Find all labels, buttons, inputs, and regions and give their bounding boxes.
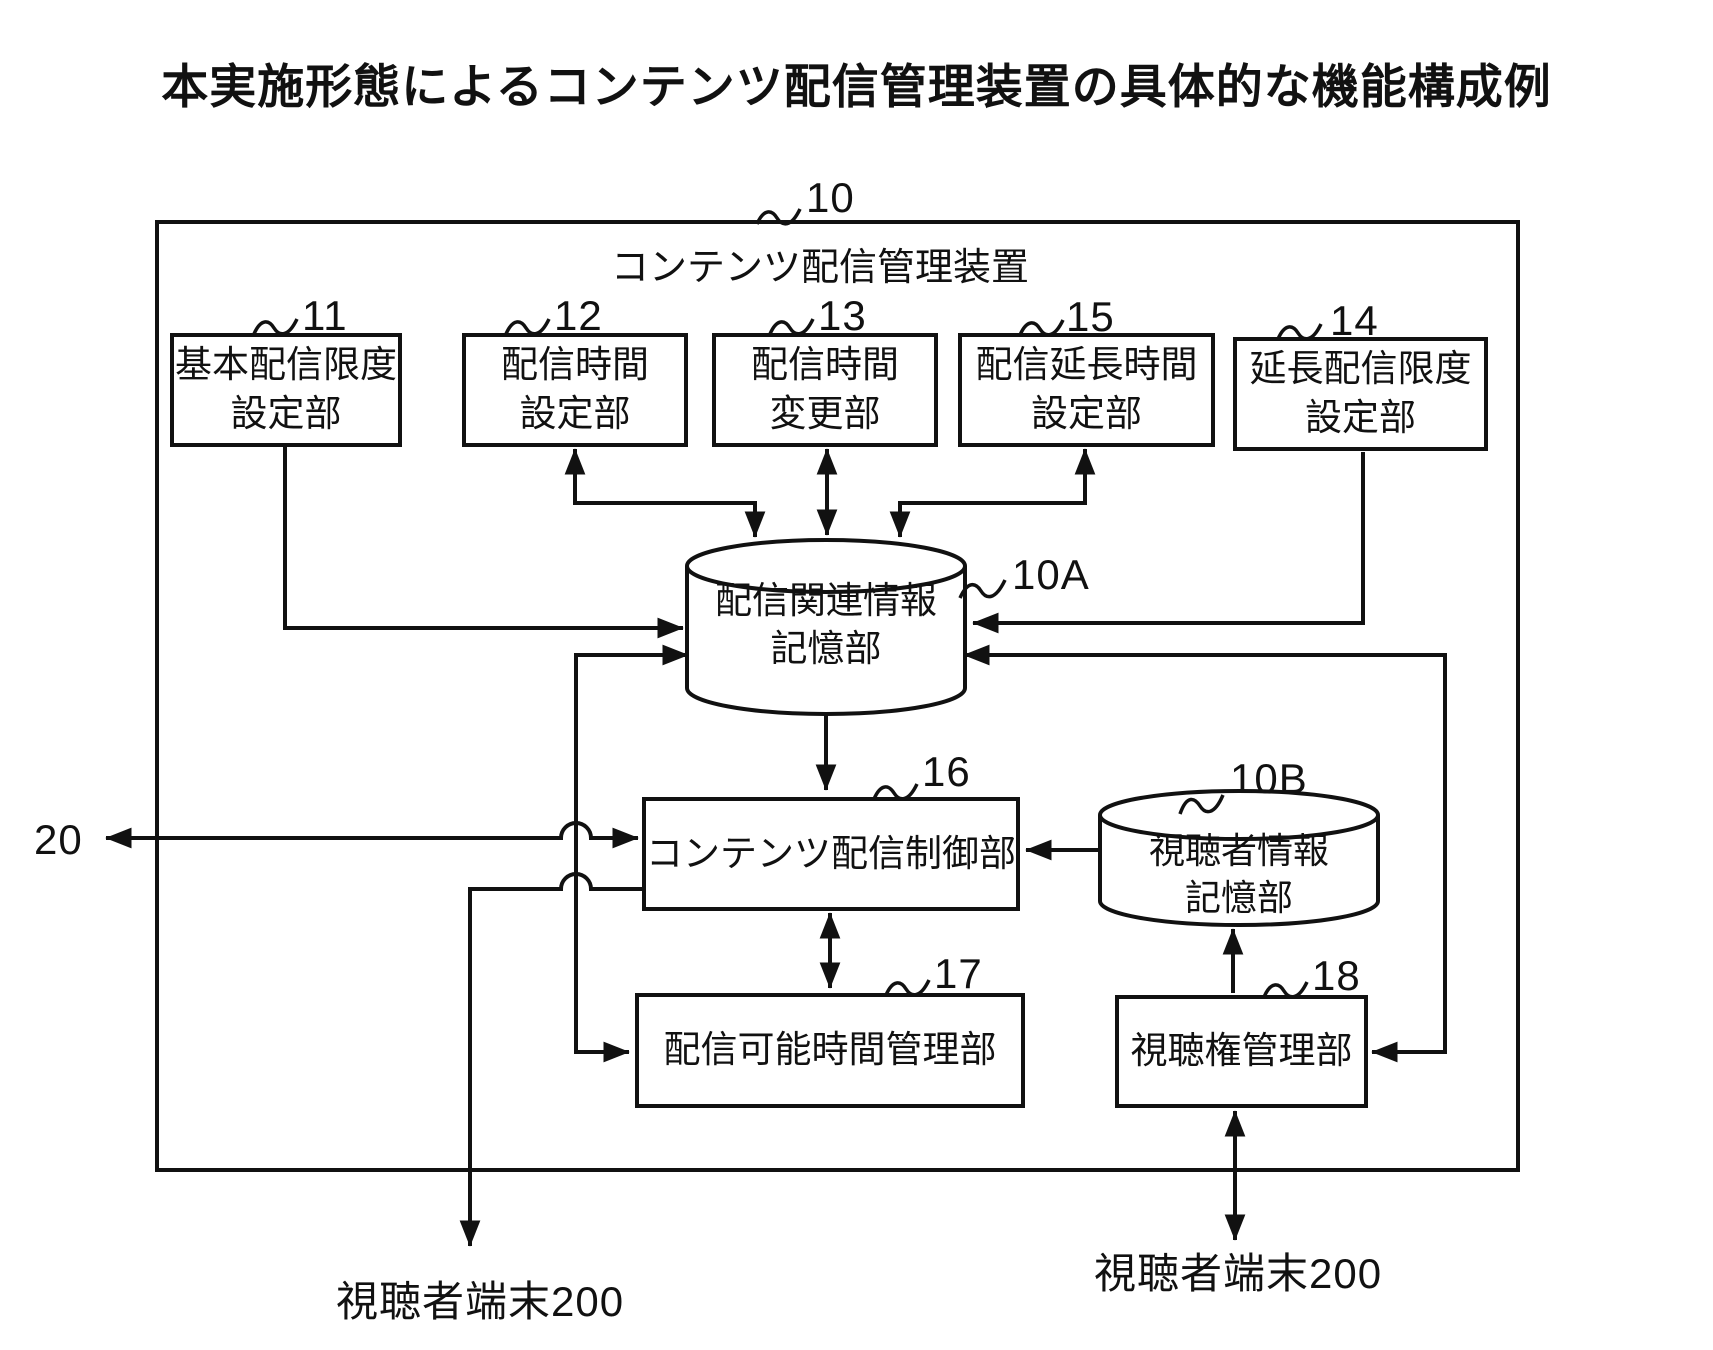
datastore-10A-label: 配信関連情報 記憶部 xyxy=(687,577,965,673)
block-12-label-line1: 配信時間 xyxy=(501,344,649,386)
ref-label-20: 20 xyxy=(34,816,83,863)
device-boundary-10 xyxy=(155,220,1520,1172)
ref-leader-18 xyxy=(1262,981,1309,999)
ref-leader-16 xyxy=(872,783,919,801)
block-13-label-line2: 変更部 xyxy=(769,393,881,434)
block-17-label: 配信可能時間管理部 xyxy=(663,1029,997,1071)
ref-label-11: 11 xyxy=(302,292,348,339)
ref-label-18: 18 xyxy=(1312,952,1361,999)
ref-label-14: 14 xyxy=(1330,297,1379,344)
datastore-10A-line1: 配信関連情報 xyxy=(715,580,937,621)
ref-leader-12 xyxy=(504,318,551,336)
block-11-basic-limit-setting: 基本配信限度 設定部 xyxy=(170,333,402,447)
ref-label-16: 16 xyxy=(922,748,971,795)
ref-leader-11 xyxy=(252,318,299,336)
block-13-label-line1: 配信時間 xyxy=(751,344,899,386)
ref-leader-17 xyxy=(884,979,931,997)
ref-label-10A: 10A xyxy=(1012,551,1090,598)
block-11-label-line2: 設定部 xyxy=(230,393,342,434)
arrow-16-to-terminal xyxy=(459,872,642,1247)
viewer-terminal-right-label: 視聴者端末200 xyxy=(1094,1250,1383,1297)
datastore-10B-line2: 記憶部 xyxy=(1184,876,1293,918)
datastore-10A-line2: 記憶部 xyxy=(770,628,882,670)
block-12-label-line2: 設定部 xyxy=(519,393,631,434)
arrow-15-10A xyxy=(889,448,1096,538)
ref-label-15: 15 xyxy=(1066,293,1115,340)
ref-leader-15 xyxy=(1018,319,1065,337)
arrow-12-10A xyxy=(564,448,766,538)
block-14-label-line1: 延長配信限度 xyxy=(1249,348,1472,390)
ref-label-17: 17 xyxy=(934,950,983,997)
ref-leader-10B xyxy=(1178,794,1225,815)
datastore-10B-label: 視聴者情報 記憶部 xyxy=(1100,828,1378,922)
datastore-10B-line1: 視聴者情報 xyxy=(1148,830,1329,871)
arrow-10A-18 xyxy=(963,644,1447,1063)
viewer-terminal-left-label: 視聴者端末200 xyxy=(336,1278,625,1325)
arrow-11-to-10A xyxy=(283,447,684,639)
block-14-extended-limit-setting: 延長配信限度 設定部 xyxy=(1233,337,1488,451)
ref-label-10: 10 xyxy=(806,174,855,221)
ref-label-12: 12 xyxy=(554,292,603,339)
ref-leader-10A xyxy=(958,579,1007,599)
block-14-label-line2: 設定部 xyxy=(1305,397,1416,438)
arrow-10A-17 xyxy=(574,644,689,1063)
ref-leader-13 xyxy=(768,318,815,336)
arrow-20-16 xyxy=(105,821,639,849)
ref-label-13: 13 xyxy=(818,292,867,339)
block-15-label-line2: 設定部 xyxy=(1031,393,1142,434)
block-11-label-line1: 基本配信限度 xyxy=(175,344,397,386)
datastore-10A-shape xyxy=(685,538,967,716)
block-16-label: コンテンツ配信制御部 xyxy=(646,832,1016,874)
block-15-extension-time-setting: 配信延長時間 設定部 xyxy=(958,333,1215,447)
device-title: コンテンツ配信管理装置 xyxy=(610,247,1029,289)
block-15-label-line1: 配信延長時間 xyxy=(975,344,1198,386)
ref-leader-14 xyxy=(1276,323,1323,341)
block-17-deliverable-time-management: 配信可能時間管理部 xyxy=(635,993,1025,1108)
datastore-10B-shape xyxy=(1098,789,1380,927)
block-12-delivery-time-setting: 配信時間 設定部 xyxy=(462,333,688,447)
block-18-label: 視聴権管理部 xyxy=(1130,1030,1353,1072)
block-16-content-delivery-control: コンテンツ配信制御部 xyxy=(642,797,1020,911)
arrow-14-to-10A xyxy=(972,452,1365,634)
ref-label-10B: 10B xyxy=(1230,755,1308,802)
block-18-viewing-right-management: 視聴権管理部 xyxy=(1115,995,1368,1108)
block-13-delivery-time-change: 配信時間 変更部 xyxy=(712,333,938,447)
figure-title: 本実施形態によるコンテンツ配信管理装置の具体的な機能構成例 xyxy=(161,60,1552,113)
